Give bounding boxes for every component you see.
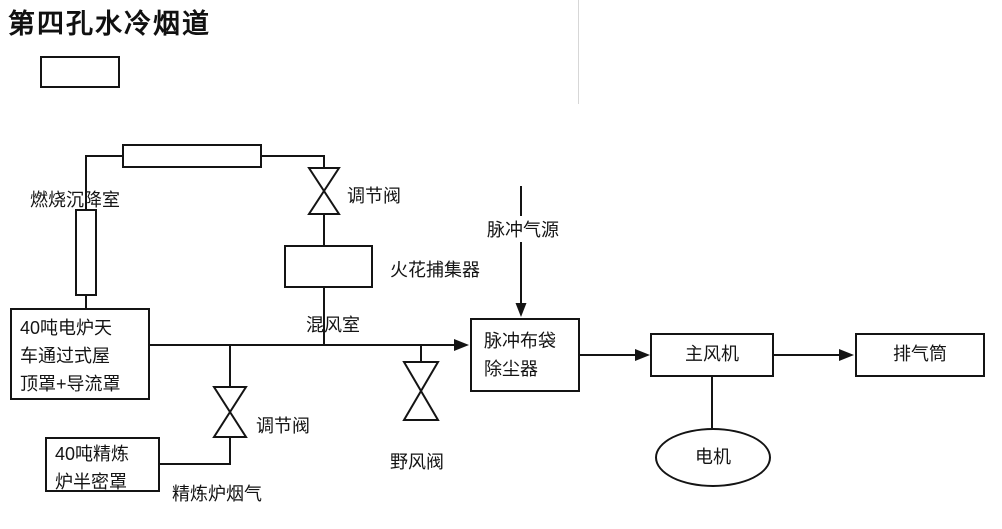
wild-air-valve-label: 野风阀	[390, 452, 444, 472]
top-regulating-valve-label: 调节阀	[347, 186, 401, 206]
spark-collector-label: 火花捕集器	[390, 260, 480, 280]
motor-ellipse: 电机	[655, 428, 771, 487]
lower-regulating-valve-label: 调节阀	[256, 416, 310, 436]
legend-box	[40, 56, 120, 88]
arrowhead-into-exhaust-stack	[839, 349, 854, 361]
dust-collector-text-line: 除尘器	[484, 358, 538, 379]
mixing-chamber-label: 混风室	[306, 315, 360, 335]
duct-rect	[122, 144, 262, 168]
furnace-hood-box: 40吨电炉天 车通过式屋 顶罩+导流罩	[10, 308, 150, 400]
page-edge-line	[578, 0, 579, 104]
arrowhead-into-dust-collector	[454, 339, 469, 351]
page-title: 第四孔水冷烟道	[8, 9, 211, 39]
refining-hood-box: 40吨精炼 炉半密罩	[45, 437, 160, 492]
exhaust-stack-box: 排气筒	[855, 333, 985, 377]
arrowhead-pulse-source	[515, 303, 527, 317]
settling-chamber-rect	[75, 209, 97, 296]
pulse-source-label: 脉冲气源	[484, 216, 562, 242]
furnace-hood-text-line: 顶罩+导流罩	[20, 373, 121, 394]
dust-collector-box: 脉冲布袋 除尘器	[470, 318, 580, 392]
spark-collector-rect	[284, 245, 373, 288]
flow-line-lower-valve-to-refining-hood	[160, 437, 231, 465]
dust-collector-text-line: 脉冲布袋	[484, 331, 556, 351]
refining-hood-text-line: 炉半密罩	[55, 471, 127, 492]
flow-line-duct-to-valve	[261, 155, 325, 168]
furnace-hood-text-line: 40吨电炉天	[20, 318, 113, 338]
refining-gas-label: 精炼炉烟气	[172, 484, 262, 504]
arrowhead-into-main-fan	[635, 349, 650, 361]
main-fan-label: 主风机	[685, 344, 739, 365]
furnace-hood-text-line: 车通过式屋	[20, 345, 110, 366]
flow-line-settling-to-duct	[85, 155, 123, 210]
regulating-valve-lower-symbol	[212, 386, 248, 438]
wild-air-valve-symbol	[402, 361, 440, 421]
regulating-valve-top-symbol	[307, 167, 341, 215]
exhaust-stack-label: 排气筒	[893, 344, 947, 365]
settling-chamber-label: 燃烧沉降室	[30, 190, 120, 210]
main-fan-box: 主风机	[650, 333, 774, 377]
motor-label: 电机	[695, 446, 731, 467]
refining-hood-text-line: 40吨精炼	[55, 444, 130, 464]
